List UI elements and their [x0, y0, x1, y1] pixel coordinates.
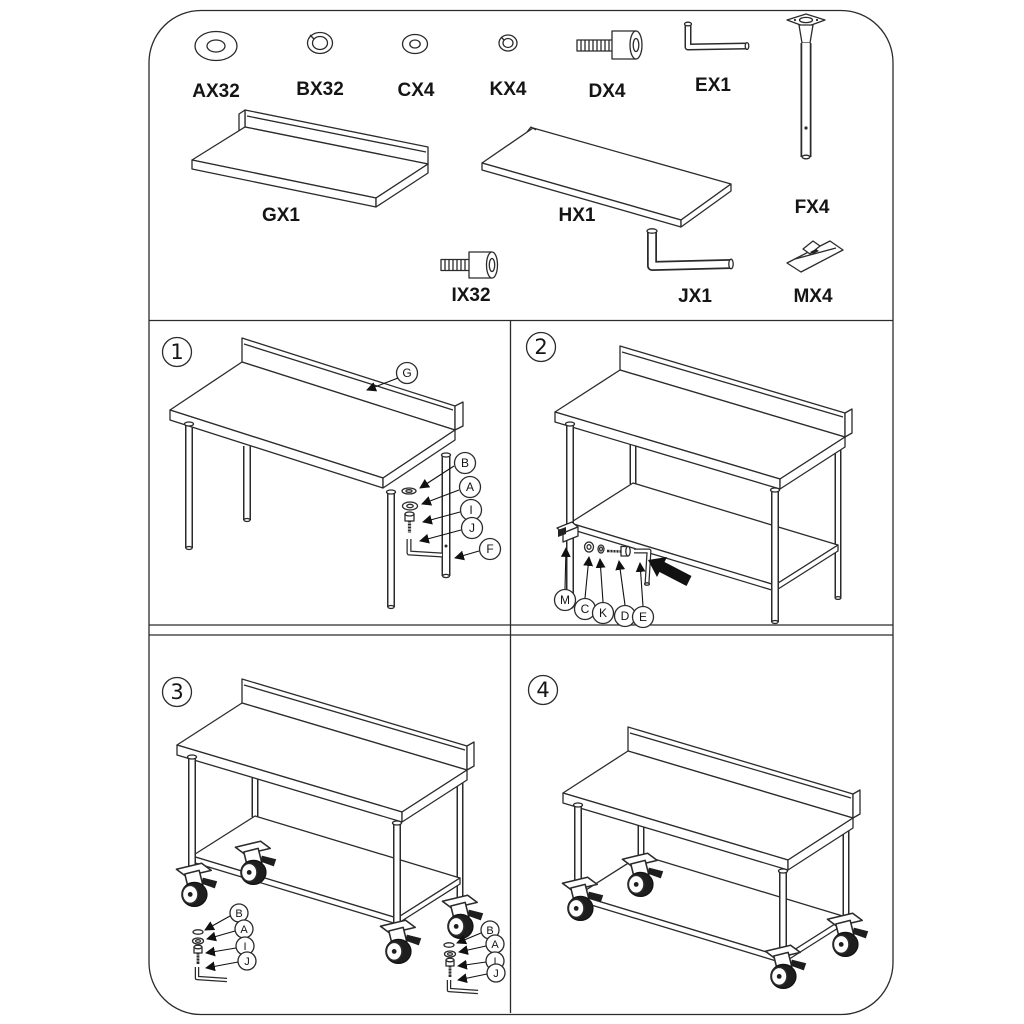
svg-text:C: C [581, 602, 590, 616]
part-shelf-h: HX1 [481, 126, 732, 228]
step1-number: 1 [170, 340, 183, 364]
step1-panel: 1 [161, 336, 502, 610]
callout-a: A [421, 475, 482, 506]
frame-borders [148, 9, 894, 1016]
step4-panel: 4 [527, 674, 869, 990]
step3-hardware-left [191, 929, 228, 983]
step3-hardware-right [443, 942, 479, 995]
caster-wheel [561, 876, 604, 922]
caster-wheel [175, 862, 218, 908]
caster-wheel [379, 919, 422, 965]
step4-number: 4 [536, 678, 549, 702]
step3-number-badge: 3 [161, 676, 193, 708]
part-bracket-m: MX4 [786, 240, 844, 307]
part-flat-washer-a: AX32 [192, 30, 240, 102]
svg-text:E: E [639, 610, 647, 624]
callout-m: M [553, 547, 577, 612]
part-label-fx4: FX4 [795, 197, 830, 218]
part-tabletop-g: GX1 [191, 109, 429, 226]
caster-wheel [764, 944, 807, 990]
part-label-ex1: EX1 [695, 75, 731, 96]
svg-text:J: J [469, 521, 475, 535]
callout-e: E [631, 562, 655, 629]
callout-a: A [206, 919, 254, 942]
callout-d: D [613, 560, 637, 628]
part-label-dx4: DX4 [589, 81, 626, 102]
step1-number-badge: 1 [161, 336, 193, 368]
part-leg-f: FX4 [786, 13, 830, 218]
step2-number-badge: 2 [525, 331, 557, 363]
svg-text:I: I [493, 956, 496, 968]
callout-f: F [454, 537, 502, 561]
svg-text:I: I [469, 503, 472, 517]
svg-text:M: M [560, 593, 570, 607]
svg-text:K: K [599, 606, 607, 620]
svg-text:B: B [486, 925, 493, 937]
svg-text:A: A [466, 480, 474, 494]
svg-text:B: B [461, 456, 469, 470]
part-label-cx4: CX4 [398, 80, 435, 101]
step2-number: 2 [534, 335, 547, 359]
parts-list-section: AX32 BX32 CX4 KX4 DX4 [191, 13, 844, 307]
step3-callouts-right: B A I J [456, 920, 506, 984]
part-washer-c: CX4 [398, 33, 435, 101]
step2-table-drawing [554, 345, 853, 625]
svg-text:G: G [402, 366, 411, 380]
part-label-bx32: BX32 [296, 79, 344, 100]
svg-text:A: A [491, 939, 499, 951]
callout-i: I [422, 498, 483, 525]
callout-b: B [419, 451, 477, 489]
part-label-gx1: GX1 [262, 205, 300, 226]
part-spring-washer-b: BX32 [296, 31, 344, 100]
callout-j: J [419, 516, 484, 544]
part-bolt-d: DX4 [576, 30, 643, 102]
step3-number: 3 [170, 680, 183, 704]
caster-wheel [826, 912, 869, 958]
insert-direction-arrow [648, 557, 692, 586]
part-label-jx1: JX1 [678, 286, 712, 307]
part-allen-key-e: EX1 [683, 21, 750, 96]
callout-k: K [591, 558, 615, 625]
step3-panel: 3 [161, 676, 506, 995]
step3-table-drawing [175, 678, 484, 965]
part-label-kx4: KX4 [490, 79, 527, 100]
callout-i: I [205, 936, 255, 957]
svg-text:A: A [240, 924, 248, 936]
part-label-ax32: AX32 [192, 81, 240, 102]
step2-panel: 2 [525, 331, 853, 629]
part-l-rod-j: JX1 [646, 228, 734, 307]
caster-wheel [441, 894, 484, 940]
step3-callouts-left: B A I J [204, 903, 257, 972]
svg-text:I: I [243, 941, 246, 953]
callout-c: C [573, 556, 597, 621]
step1-table-drawing [169, 337, 464, 610]
part-bolt-i: IX32 [440, 251, 499, 306]
step1-callouts: G B A I J [366, 361, 502, 561]
svg-text:F: F [486, 542, 493, 556]
callout-g: G [366, 361, 419, 392]
svg-text:B: B [235, 908, 242, 920]
svg-text:J: J [493, 968, 499, 980]
callout-a: A [458, 934, 505, 955]
callout-j: J [457, 963, 506, 984]
svg-text:J: J [244, 956, 250, 968]
step1-hardware-stack [401, 487, 443, 558]
part-label-mx4: MX4 [793, 286, 833, 307]
callout-j: J [205, 951, 257, 972]
step2-hardware-row [556, 521, 692, 586]
callout-b: B [204, 903, 249, 931]
part-label-ix32: IX32 [451, 285, 490, 306]
step2-callouts: M C K D E [553, 547, 655, 629]
svg-text:D: D [621, 609, 630, 623]
part-washer-k: KX4 [490, 34, 527, 100]
part-label-hx1: HX1 [559, 205, 596, 226]
step4-number-badge: 4 [527, 674, 559, 706]
step4-table-drawing [561, 726, 869, 990]
